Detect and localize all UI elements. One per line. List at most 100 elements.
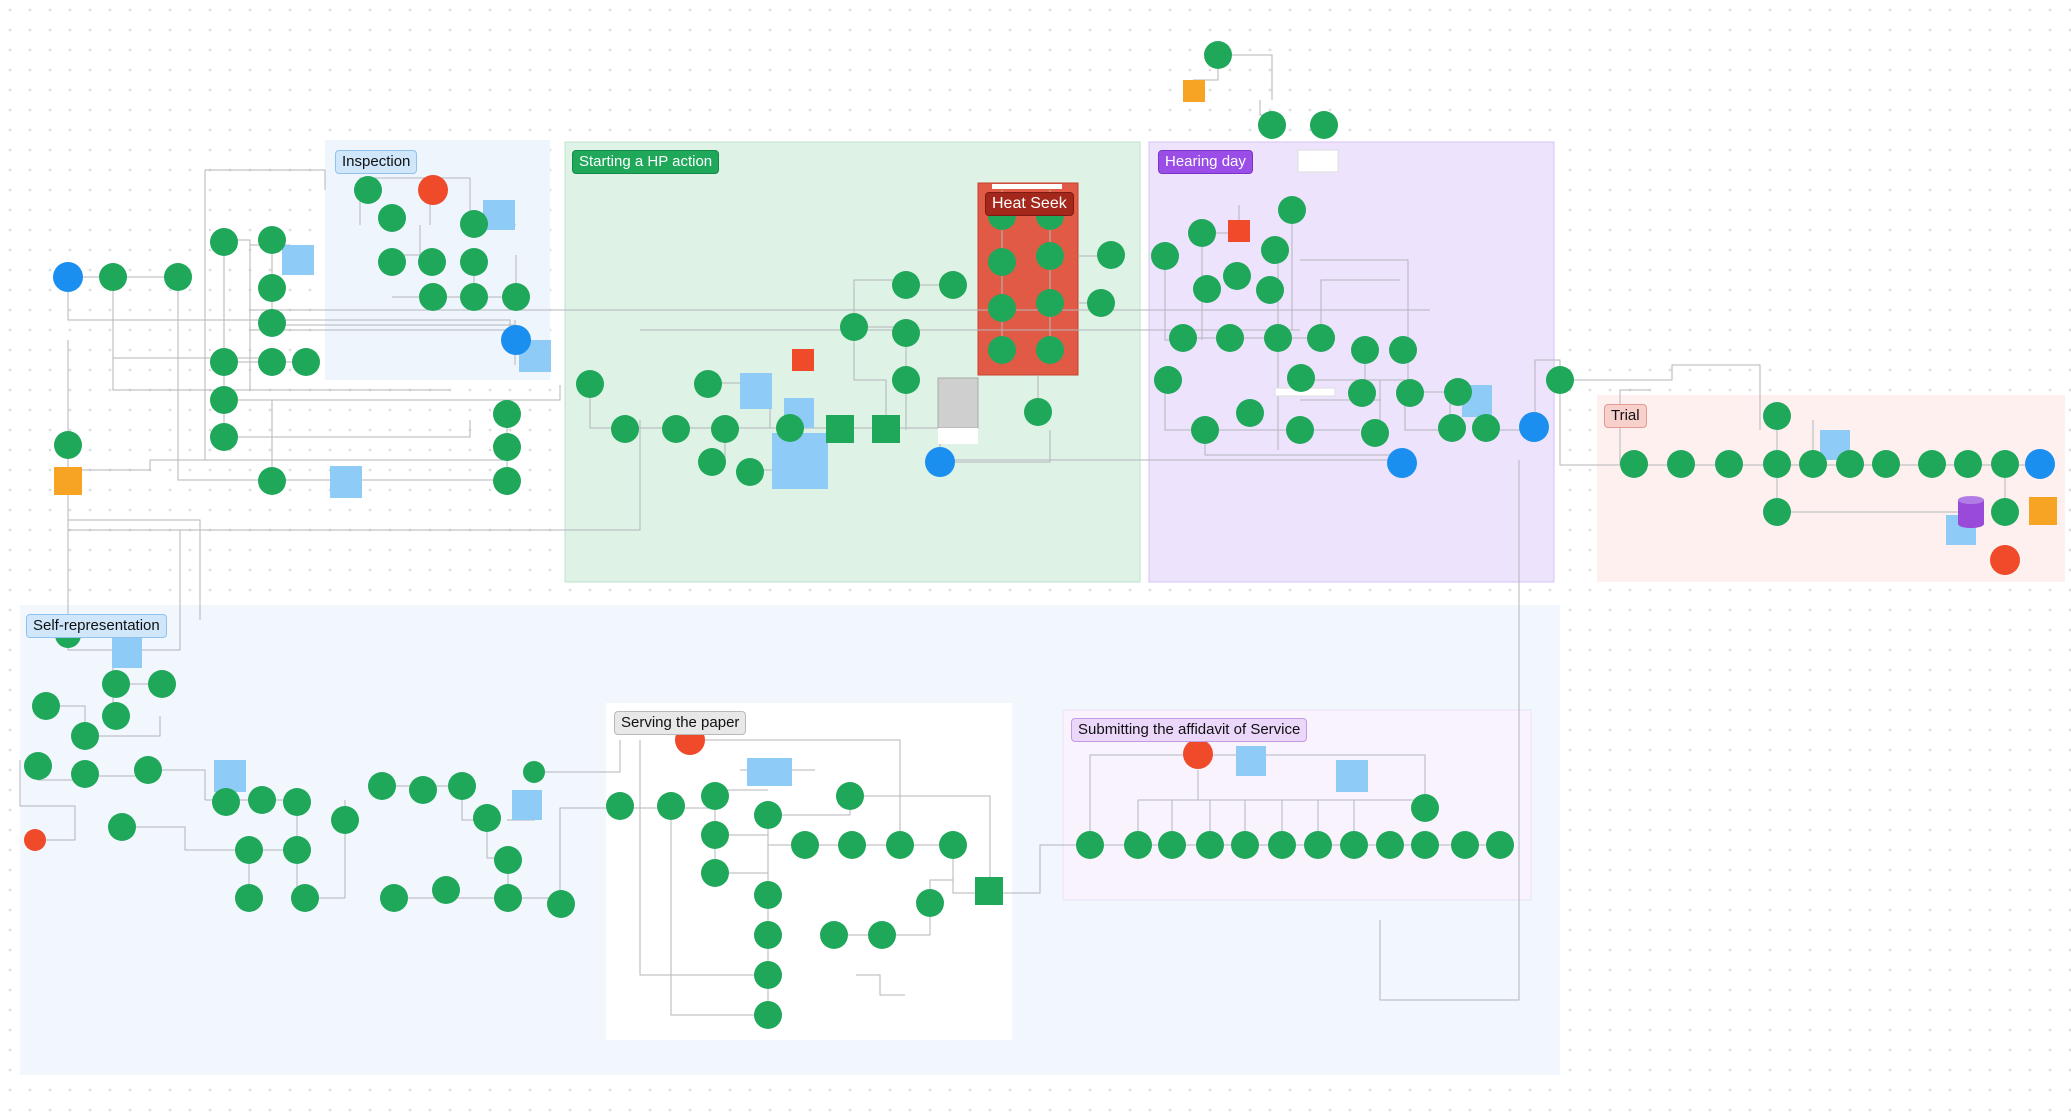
process-node [754,961,782,989]
process-node [210,423,238,451]
document-caption [938,428,978,444]
process-node [210,228,238,256]
process-node [1307,324,1335,352]
process-node [1991,450,2019,478]
process-node [1169,324,1197,352]
process-node [258,274,286,302]
process-node [71,722,99,750]
process-node [1486,831,1514,859]
process-node [1667,450,1695,478]
section-label-hearing-day[interactable]: Hearing day [1158,150,1253,174]
process-node [791,831,819,859]
process-node [1546,366,1574,394]
process-node [1351,336,1379,364]
start-node [2025,449,2055,479]
red-square-node [792,349,814,371]
process-node [939,271,967,299]
process-node [258,309,286,337]
process-node [283,836,311,864]
process-node [1620,450,1648,478]
section-label-serving-the-paper[interactable]: Serving the paper [614,711,746,735]
process-node [448,772,476,800]
process-node [331,806,359,834]
start-node [925,447,955,477]
process-node [1036,289,1064,317]
heat-seek-header-strip [992,184,1062,189]
section-label-submitting-affidavit[interactable]: Submitting the affidavit of Service [1071,718,1307,742]
process-node [1799,450,1827,478]
sticky-note-icon [214,760,246,792]
process-node [1231,831,1259,859]
process-node [148,670,176,698]
process-node [1376,831,1404,859]
process-node [1264,324,1292,352]
section-label-trial[interactable]: Trial [1604,404,1647,428]
stop-node [24,829,46,851]
process-node [432,876,460,904]
sticky-note-icon [772,433,828,489]
process-node [473,804,501,832]
process-node [611,415,639,443]
process-node [493,467,521,495]
process-node [1444,378,1472,406]
process-node [1261,236,1289,264]
process-node [988,248,1016,276]
process-node [916,889,944,917]
process-node [235,884,263,912]
process-node [212,788,240,816]
process-node [494,884,522,912]
process-node [32,692,60,720]
process-node [698,448,726,476]
process-node [99,263,127,291]
process-node [258,226,286,254]
process-node [754,1001,782,1029]
process-node [1223,262,1251,290]
process-node [1151,242,1179,270]
start-node [1519,412,1549,442]
process-node [460,248,488,276]
process-node [1954,450,1982,478]
decision-node [1183,80,1205,102]
green-square-node [975,877,1003,905]
green-square-node [826,415,854,443]
process-node [1158,831,1186,859]
process-node [378,248,406,276]
section-label-self-representation[interactable]: Self-representation [26,614,167,638]
process-node [892,366,920,394]
section-label-inspection[interactable]: Inspection [335,150,417,174]
process-node [210,386,238,414]
process-node [494,846,522,874]
process-node [1763,402,1791,430]
sticky-note-icon [1236,746,1266,776]
process-node [258,348,286,376]
process-node [892,271,920,299]
sticky-note-icon [330,466,362,498]
process-node [1304,831,1332,859]
process-node [1763,450,1791,478]
sticky-note-icon [1336,760,1368,792]
process-node [368,772,396,800]
process-node [418,248,446,276]
process-node [662,415,690,443]
sticky-note-icon [282,245,314,275]
process-node [711,415,739,443]
process-node [1193,275,1221,303]
process-node [776,414,804,442]
process-node [1715,450,1743,478]
section-label-heat-seek[interactable]: Heat Seek [985,192,1074,216]
process-node [248,786,276,814]
decision-node [2029,497,2057,525]
serving-the-paper-region [606,703,1012,1040]
process-node [754,801,782,829]
process-node [1763,498,1791,526]
process-node [1438,414,1466,442]
process-node [1991,498,2019,526]
section-label-starting-hp-action[interactable]: Starting a HP action [572,150,719,174]
process-node [1236,399,1264,427]
process-node [606,792,634,820]
process-node [939,831,967,859]
process-node [1191,416,1219,444]
process-node [1036,336,1064,364]
process-node [1124,831,1152,859]
